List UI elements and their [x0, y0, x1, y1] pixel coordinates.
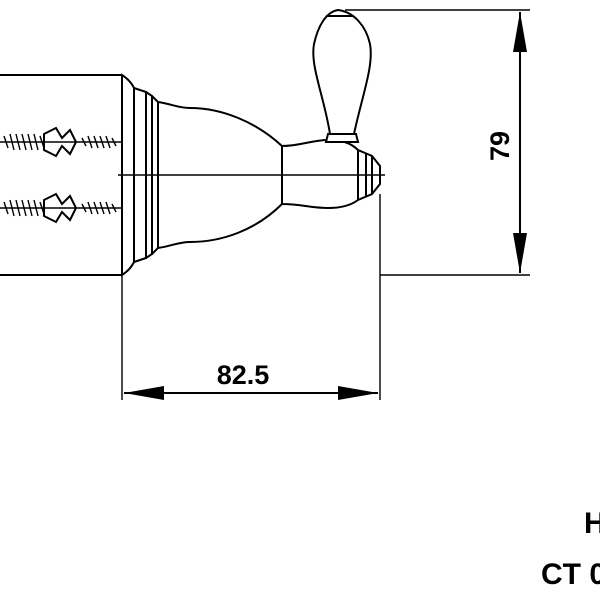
width-label: 82.5 [217, 360, 270, 390]
hook-knob [312, 8, 372, 143]
hook-neck [281, 138, 381, 210]
title-line-1: H [584, 507, 600, 540]
height-dimension: 79 [345, 9, 530, 276]
title-line-2: CT 0 [541, 558, 600, 591]
width-dimension: 82.5 [121, 194, 381, 400]
wall-anchor-top [0, 126, 122, 158]
height-label: 79 [485, 131, 515, 161]
wall-anchor-bottom [0, 192, 122, 224]
